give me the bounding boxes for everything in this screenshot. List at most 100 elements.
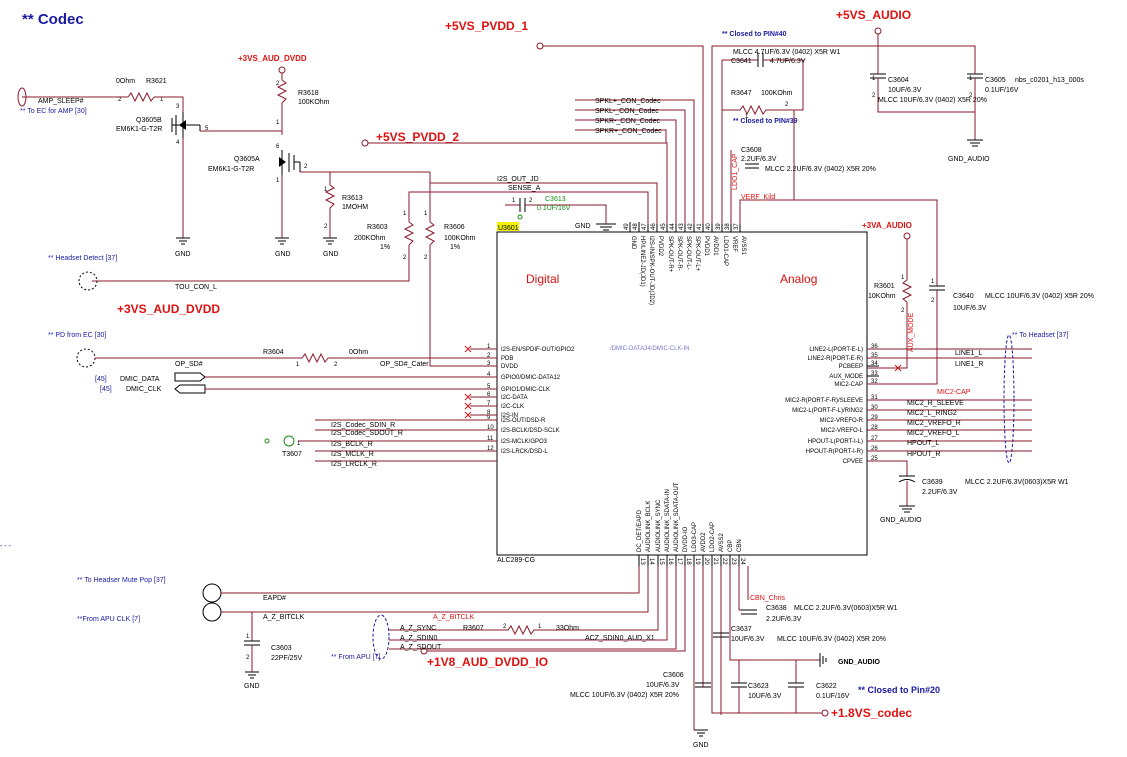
c3603-p1: 1 — [246, 634, 250, 640]
pd-from-ec-connector — [76, 348, 96, 368]
note-to-ec-amp: ** To EC for AMP [30] — [20, 108, 87, 115]
chip-right-pin-name: MIC2-VREFO-R — [820, 418, 864, 424]
net-eapd: EAPD# — [263, 595, 286, 602]
chip-left-pin-num: 9 — [487, 415, 491, 421]
chip-left-pin-num: 2 — [487, 353, 491, 359]
chip-top-pin-num: 40 — [706, 223, 712, 230]
chip-right-pin-name: MIC2-CAP — [834, 382, 863, 388]
t3607-p1: 1 — [297, 441, 301, 447]
chip-right-pin-name: LINE2-L(PORT-E-L) — [809, 347, 863, 353]
chip-left-pin-num: 8 — [487, 410, 491, 416]
net-i2s-mclk: I2S_MCLK_R — [331, 451, 374, 458]
note-closed-pin40: ** Closed to PIN#40 — [722, 31, 787, 38]
chip-bottom-pin-name: CBP — [728, 540, 734, 552]
c3637-val: 10UF/6.3V — [731, 636, 765, 643]
wire-i2s-out-jd — [429, 172, 658, 224]
net-verf: VERF_Kild — [741, 194, 775, 201]
rail-audio5v-terminal — [874, 27, 882, 35]
wire-a-z-sdout — [389, 566, 677, 650]
q3605b-ref: Q3605B — [136, 117, 162, 124]
eapd-connector — [202, 583, 222, 603]
chip-left-pin-name: I2S-LRCK/DSD-L — [501, 449, 548, 455]
chip-left-pin-num: 6 — [487, 392, 491, 398]
chip-bottom-pin-num: 18 — [685, 558, 691, 565]
chip-left-pin-name: I2S-IN — [501, 413, 518, 419]
c3604-ref: C3604 — [888, 77, 909, 84]
chip-bottom-pin-name: DVDD-IO — [683, 526, 689, 552]
gnd-label-6: GND — [693, 742, 709, 749]
gnd-audio-symbol-2 — [899, 505, 915, 513]
r3618-ref: R3618 — [298, 90, 319, 97]
note-from-apu: ** From APU [7] — [331, 654, 380, 661]
r3601-resistor — [901, 279, 913, 303]
q3605b-p4: 4 — [176, 140, 180, 146]
chip-left-pin-name: I2C-DATA — [501, 395, 527, 401]
chip-top-pin-num: 39 — [716, 223, 722, 230]
wire-c3613-right — [525, 204, 607, 224]
note-headset-detect: ** Headset Detect [37] — [48, 255, 117, 262]
c3605-val: 0.1UF/16V — [985, 87, 1019, 94]
chip-top-pin-num: 37 — [734, 223, 740, 230]
note-ref45-a: [45] — [95, 376, 107, 383]
net-acz-sdin0: ACZ_SDIN0_AUD_X1 — [585, 635, 655, 642]
chip-top-pin-name: HP/LINE2-JD(JD1) — [639, 236, 645, 287]
chip-top-pin-name: SPK-OUT-L- — [685, 236, 691, 270]
r3601-ref: R3601 — [874, 283, 895, 290]
c3637-ref: C3637 — [731, 626, 752, 633]
chip-bottom-pin-name: AVSS2 — [719, 532, 725, 552]
note-pd-from-ec: ** PD from EC [30] — [48, 332, 106, 339]
c3605-p1: 1 — [969, 76, 973, 82]
r3601-p1: 1 — [901, 275, 905, 281]
chip-left-pin-name: I2S-OUT/DSD-R — [501, 418, 546, 424]
chip-bottom-pin-name: AUDIOLINK_BCLK — [646, 501, 652, 552]
net-i2s-sdin: I2S_Codec_SDIN_R — [331, 422, 395, 429]
chip-bottom-pin-name: DC_DET/EAPD — [637, 509, 643, 552]
chip-top-pin-num: 43 — [679, 223, 685, 230]
c3622-val: 0.1UF/16V — [816, 693, 850, 700]
c3637-desc: MLCC 10UF/6.3V (0402) X5R 20% — [777, 636, 886, 643]
chip-bottom-pin-num: 16 — [667, 558, 673, 565]
net-cbn-chris: CBN_Chris — [750, 595, 786, 602]
c3640-val: 10UF/6.3V — [953, 305, 987, 312]
wire-r3606-bottom — [429, 245, 497, 367]
net-mic2-r-sleeve: MIC2_R_SLEEVE — [907, 400, 964, 407]
r3647-p2: 2 — [785, 102, 789, 108]
chip-left-pin-name: I2S-MCLK/GPO3 — [501, 439, 548, 445]
rail-aud-dvdd-top-terminal — [278, 66, 286, 74]
r3603-p1: 1 — [403, 211, 407, 217]
wire-verf-right — [794, 199, 938, 286]
chip-bottom-pins: 13DC_DET/EAPD14AUDIOLINK_BCLK15AUDIOLINK… — [637, 482, 745, 566]
wire-c3640-mic2cap — [867, 290, 938, 385]
wire-audio5v — [711, 34, 879, 224]
q3605a-transistor — [279, 150, 301, 175]
c3604-val: 10UF/6.3V — [888, 87, 922, 94]
r3607-ref: R3607 — [463, 625, 484, 632]
r3621-ref: R3621 — [146, 78, 167, 85]
wire-dvdd-io — [427, 566, 686, 652]
c3613-ref: C3613 — [545, 196, 566, 203]
chip-bottom-pin-num: 14 — [648, 558, 654, 565]
r3606-p1: 1 — [424, 211, 428, 217]
r3606-resistor — [424, 221, 436, 246]
c3613-val: 0.1UF/16V — [537, 205, 571, 212]
c3604-p2: 2 — [872, 93, 876, 99]
r3613-resistor — [324, 184, 336, 209]
r3603-tol: 1% — [380, 244, 390, 251]
page-title: ** Codec — [22, 11, 84, 28]
r3604-ref: R3604 — [263, 349, 284, 356]
chip-ref: U3601 — [498, 225, 519, 232]
chip-top-pin-num: 46 — [651, 223, 657, 230]
chip-left-pin-name: PDB — [501, 356, 513, 362]
chip-bottom-pin-name: AVDD2 — [701, 532, 707, 552]
gnd-audio-label-1: GND_AUDIO — [948, 156, 990, 163]
c3606-desc: MLCC 10UF/6.3V (0402) X5R 20% — [570, 692, 679, 699]
net-line1-r: LINE1_R — [955, 361, 983, 368]
net-i2s-lrclk: I2S_LRCLK_R — [331, 461, 377, 468]
chip-right-pin-num: 31 — [871, 395, 878, 401]
net-op-sd: OP_SD# — [175, 361, 203, 368]
c3605-p2: 2 — [969, 93, 973, 99]
chip-top-pin-name: GND — [630, 236, 636, 250]
net-spkr-n: SPKR-_CON_Codec — [595, 118, 660, 125]
